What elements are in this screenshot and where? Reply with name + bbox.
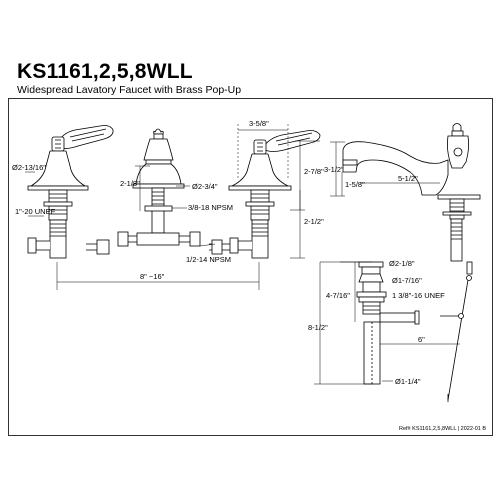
dim-drain-upper: 4-7/16" [326,291,350,300]
dim-tailpiece-dia: Ø1-1/4" [395,377,421,386]
dim-spout-shank: 2-1/8" [120,179,140,188]
dim-handle-height: 2-7/8" [304,167,324,176]
dim-center-spread: 8" ~16" [140,272,165,281]
dimension-labels: 3-5/8" Ø2-13/16" 1"-20 UNEF Ø2-3/4" 3/8-… [12,119,445,386]
dim-drain-thread: 1 3/8"-16 UNEF [392,291,445,300]
dim-shank-length: 2-1/2" [304,217,324,226]
pop-up-drain [356,261,469,402]
spout-side-view [342,123,481,281]
dim-lift-rod: 6" [418,335,425,344]
dim-drain-overall: 8-1/2" [308,323,328,332]
drawing-border [8,98,493,436]
model-title: KS1161,2,5,8WLL [17,60,193,83]
dim-drain-top-dia: Ø1-7/16" [392,276,422,285]
dim-spout-outlet-height: 1-5/8" [345,180,365,189]
left-handle-valve [27,125,114,259]
dim-handle-thread: 1"-20 UNEF [15,207,56,216]
dim-spout-height: 3-1/2" [324,165,344,174]
product-description: Widespread Lavatory Faucet with Brass Po… [17,84,242,96]
dim-drain-flange-dia: Ø2-1/8" [389,259,415,268]
dim-handle-base-dia: Ø2-13/16" [12,163,46,172]
dim-handle-spread: 3-5/8" [249,119,269,128]
dimension-lines [25,124,460,385]
dim-spout-reach: 5-1/2" [398,174,418,183]
dim-valve-thread: 1/2-14 NPSM [186,255,231,264]
dim-spout-base-dia: Ø2-3/4" [192,182,218,191]
dim-spout-thread: 3/8-18 NPSM [188,203,233,212]
reference-number: Ref# KS1161,2,5,8WLL | 2022-01 B [399,426,486,432]
spout-assembly [117,128,201,247]
right-handle-valve [209,130,321,259]
